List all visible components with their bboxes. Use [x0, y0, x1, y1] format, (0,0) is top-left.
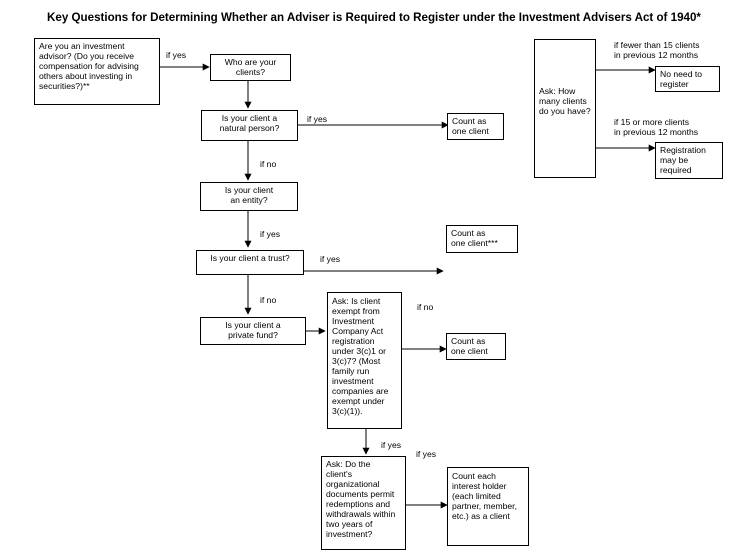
who-clients-box: Who are your clients? — [210, 54, 291, 81]
interest-holder-count-box: Count each interest holder (each limited… — [447, 467, 529, 546]
label-if-yes-natural: if yes — [307, 114, 328, 124]
no-need-to-register-box: No need to register — [655, 66, 720, 92]
natural-person-box: Is your client a natural person? — [201, 110, 298, 141]
label-if-yes-entity: if yes — [260, 229, 281, 239]
entity-box: Is your client an entity? — [200, 182, 298, 211]
label-if-yes-documents: if yes — [416, 449, 437, 459]
natural-count-box: Count as one client — [447, 113, 504, 140]
private-fund-box: Is your client a private fund? — [200, 317, 306, 345]
label-if-no-natural: if no — [260, 159, 277, 169]
trust-box: Is your client a trust? — [196, 250, 304, 275]
label-15-or-more: if 15 or more clients in previous 12 mon… — [614, 117, 699, 137]
exempt-count-box: Count as one client — [446, 333, 506, 360]
label-if-no-trust: if no — [260, 295, 277, 305]
exemption-question-box: Ask: Is client exempt from Investment Co… — [327, 292, 402, 429]
registration-required-box: Registration may be required — [655, 142, 723, 179]
label-if-yes-exempt: if yes — [381, 440, 402, 450]
advisor-question-box: Are you an investment advisor? (Do you r… — [34, 38, 160, 105]
label-if-yes-advisor: if yes — [166, 50, 187, 60]
label-fewer-than-15: if fewer than 15 clients in previous 12 … — [614, 40, 700, 60]
how-many-clients-box: Ask: How many clients do you have? — [534, 39, 596, 178]
page-title: Key Questions for Determining Whether an… — [47, 11, 701, 24]
documents-question-box: Ask: Do the client's organizational docu… — [321, 456, 406, 550]
label-if-yes-trust: if yes — [320, 254, 341, 264]
trust-count-box: Count as one client*** — [446, 225, 518, 253]
label-if-no-exempt: if no — [417, 302, 434, 312]
